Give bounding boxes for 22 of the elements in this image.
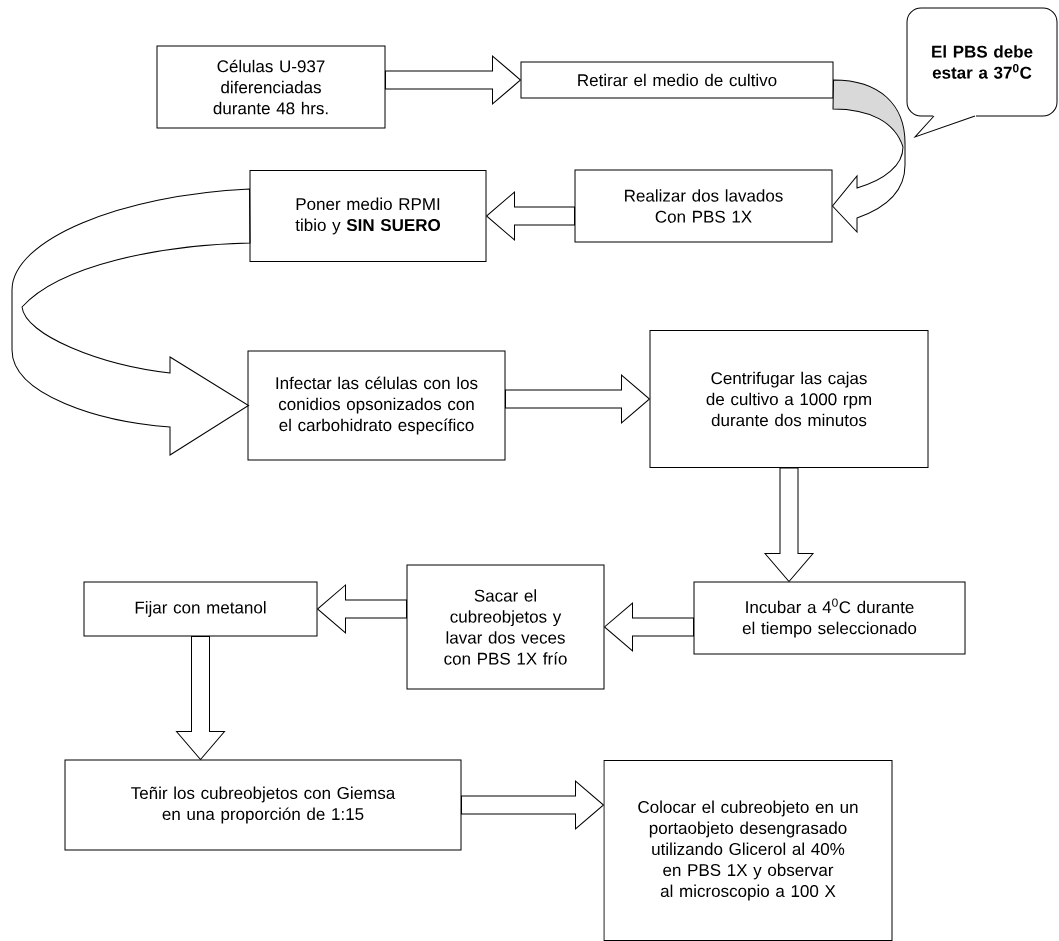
block-arrow [385, 55, 521, 105]
block-arrow [176, 636, 225, 760]
process-box: Centrifugar las cajas de cultivo a 1000 rpm durante dos minutos [649, 330, 929, 468]
speech-bubble: El PBS debe estar a 37$^{0}$C [906, 7, 1058, 138]
block-arrow [486, 191, 575, 241]
process-box: Poner medio RPMI tibio y SIN SUERO [249, 170, 487, 262]
process-box: Realizar dos lavados Con PBS 1X [574, 169, 833, 243]
process-box: Retirar el medio de cultivo [520, 61, 834, 99]
process-box: Teñir los cubreobjetos con Giemsa en una proporción de 1:15 [64, 759, 462, 851]
process-box: Fijar con metanol [83, 581, 318, 637]
process-box: Colocar el cubreobjeto en un portaobjeto desengrasado utilizando Glicerol al 40% en PBS 1X y observar al microscopio a 100 X [603, 760, 893, 941]
block-arrow [604, 602, 694, 652]
process-box: Incubar a 4$^{0}$C durante el tiempo seleccionado [693, 581, 966, 655]
curved-arrow [832, 79, 906, 233]
block-arrow [505, 374, 650, 424]
process-box: Células U-937 diferenciadas durante 48 hrs. [156, 45, 386, 129]
block-arrow [764, 467, 814, 582]
process-box: Infectar las células con los conidios opsonizados con el carbohidrato específico [247, 350, 506, 461]
curved-arrow [11, 188, 251, 456]
process-box: Sacar el cubreobjetos y lavar dos veces con PBS 1X frío [406, 564, 605, 690]
block-arrow [317, 584, 407, 634]
block-arrow [461, 780, 604, 830]
